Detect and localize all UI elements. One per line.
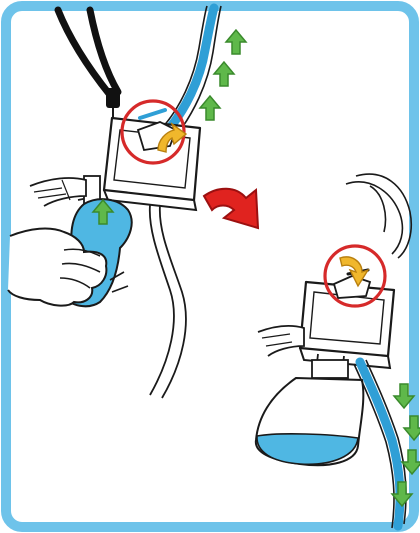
flow-arrow-down-icon-2 [404,416,420,440]
hand-holding-device [30,178,86,206]
collection-bottle-icon [256,378,364,465]
flow-arrow-up-icon-2 [214,62,234,86]
lanyard-icon [58,10,120,122]
scene-collect-into-bottle [256,174,420,528]
pump-device-icon-2 [300,270,394,368]
flow-arrow-up-icon-3 [200,96,220,120]
hand-holding-device-2 [258,326,304,356]
step-arrow-icon [204,189,258,228]
flow-arrow-up-icon-1 [226,30,246,54]
